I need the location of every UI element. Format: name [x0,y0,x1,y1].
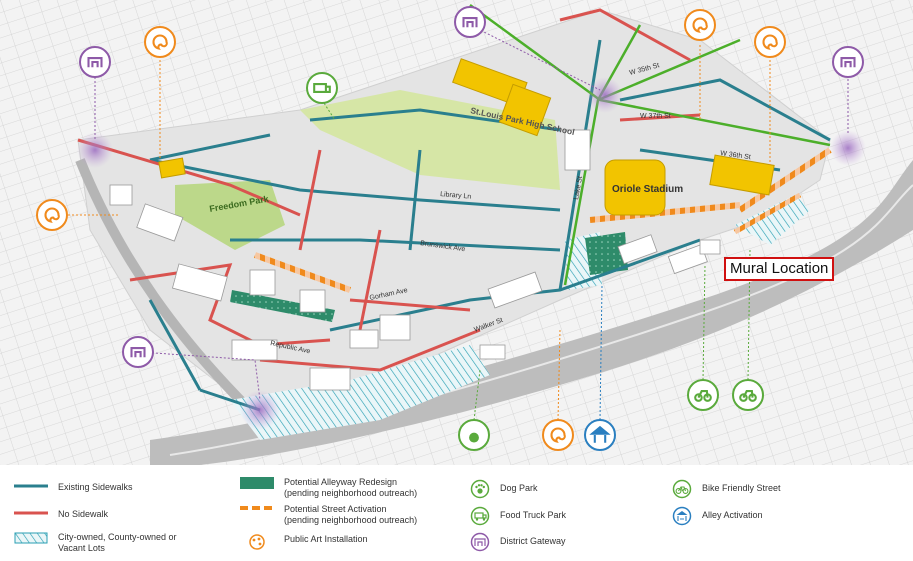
map-legend: Existing Sidewalks No Sidewalk City-owne… [0,465,913,561]
alleyway-redesign [585,232,628,275]
food-truck-icon [306,72,338,104]
legend-swatch-hatch [14,532,48,547]
district-map: St.Louis Park High School Oriole Stadium… [0,0,913,465]
buildings [109,129,721,391]
palette-icon [144,26,176,58]
bike-icon [672,479,692,502]
label-street-library: Library Ln [440,191,472,201]
gateway-icon [470,532,490,555]
canopy-icon [672,506,692,529]
district-gateway-marker [587,77,623,113]
oriole-stadium [604,159,666,216]
legend-swatch-green-block [240,477,274,492]
vacant-lot [230,345,490,440]
legend-swatch-orange-dash [240,504,274,515]
legend-food-truck: Food Truck Park [470,506,566,529]
street-activation [733,192,802,235]
label-street-w36th: W 36th St [720,150,751,161]
district-gateway-marker [830,130,866,166]
label-street-lake: Lake St [573,176,584,201]
gateway-icon [122,336,154,368]
legend-no-sidewalk: No Sidewalk [14,509,108,520]
palette-icon [36,199,68,231]
palette-icon [542,419,574,451]
legend-street-activation: Potential Street Activation (pending nei… [240,504,417,526]
legend-public-art: Public Art Installation [240,534,368,553]
palette-icon [754,26,786,58]
mural-location-callout: Mural Location [724,257,835,281]
label-stadium: Oriole Stadium [612,184,683,195]
legend-existing-sidewalks: Existing Sidewalks [14,482,133,493]
legend-alley-activation: Alley Activation [672,506,763,529]
paw-icon [470,479,490,502]
bike-icon [732,379,764,411]
legend-swatch-red-line [14,509,48,520]
paw-icon [458,419,490,451]
street-activation [589,202,741,223]
alleyway-redesign [230,290,335,322]
label-street-w37th: W 37th St [640,113,671,120]
legend-swatch-teal-line [14,482,48,493]
highway [150,160,913,465]
food-truck-icon [470,506,490,529]
vacant-lot [735,195,810,245]
district-gateway-marker [77,132,113,168]
rail-line [75,158,254,414]
legend-district-gateway: District Gateway [470,532,566,555]
palette-icon [684,9,716,41]
district-gateway-marker [240,390,280,430]
canopy-icon [584,419,616,451]
legend-dog-park: Dog Park [470,479,538,502]
gateway-icon [79,46,111,78]
no-sidewalks [77,8,701,372]
legend-vacant-lots: City-owned, County-owned or Vacant Lots [14,532,177,554]
district-area [77,9,831,411]
legend-bike-friendly: Bike Friendly Street [672,479,781,502]
gateway-icon [454,6,486,38]
street-activation [253,252,352,293]
legend-alleyway-redesign: Potential Alleyway Redesign (pending nei… [240,477,417,499]
school-buildings [158,58,775,196]
palette-icon [240,534,274,553]
street-activation [738,147,832,213]
bike-icon [687,379,719,411]
gateway-icon [832,46,864,78]
